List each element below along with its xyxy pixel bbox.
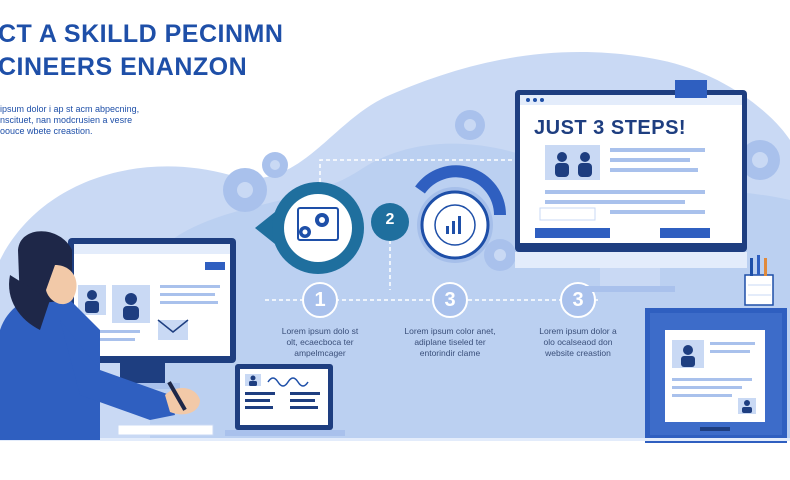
user-icon: [742, 400, 752, 413]
step-line: olt, ecaecboca ter: [286, 337, 354, 347]
step-1-number: 1: [314, 289, 326, 311]
intro-line: ipsum dolor i ap st acm abpecning,: [0, 104, 140, 114]
step-line: Lorem ipsum dolo st: [281, 326, 359, 336]
pencil-cup-icon: [744, 255, 774, 306]
step-2-number: 2: [385, 211, 395, 228]
step-1-badge: [255, 182, 364, 274]
step-line: ampelmcager: [294, 348, 346, 358]
user-icon: [681, 345, 695, 367]
step-1-description: Lorem ipsum dolo st olt, ecaecboca ter a…: [260, 326, 380, 359]
step-line: Lorem ipsum dolor a: [539, 326, 617, 336]
envelope-icon: [157, 319, 189, 340]
person-illustration: [0, 231, 200, 440]
user-icon: [123, 293, 139, 320]
step-2-description: Lorem ipsum color anet, adiplane tiseled…: [390, 326, 510, 359]
user-icon: [249, 375, 257, 386]
headline: CT A SKILLD PECINMN CINEERS ENANZON: [0, 18, 283, 84]
monitor-title: JUST 3 STEPS!: [534, 117, 687, 139]
step-line: olo ocalseaod don: [543, 337, 613, 347]
left-monitor: [68, 238, 236, 389]
main-monitor: [515, 80, 747, 292]
step-number-circles: [302, 282, 596, 318]
step-3-number: 3: [572, 289, 584, 311]
step-line: adiplane tiseled ter: [414, 337, 486, 347]
desk: [0, 438, 790, 441]
step-2-badge: [371, 203, 409, 241]
user-icon: [85, 290, 99, 313]
chart-icon: [446, 216, 461, 234]
laptop-device: [117, 364, 345, 436]
step-line: website creastion: [545, 348, 611, 358]
step-2-number-lower: 3: [444, 289, 456, 311]
tablet-device: [645, 308, 787, 443]
intro-line: nscituet, nan modcrusien a vesre: [0, 115, 133, 125]
intro-line: oouce wbete creastion.: [0, 126, 93, 136]
step-3-description: Lorem ipsum dolor a olo ocalseaod don we…: [518, 326, 638, 359]
user-icon: [555, 152, 592, 177]
headline-line-1: CT A SKILLD PECINMN: [0, 20, 284, 48]
headline-line-2: CINEERS ENANZON: [0, 53, 248, 81]
intro-text: ipsum dolor i ap st acm abpecning, nscit…: [0, 104, 139, 137]
step-line: Lorem ipsum color anet,: [404, 326, 496, 336]
step-line: entorindir clame: [419, 348, 481, 358]
step-3-badge: [415, 165, 506, 263]
pen-icon: [167, 381, 187, 411]
